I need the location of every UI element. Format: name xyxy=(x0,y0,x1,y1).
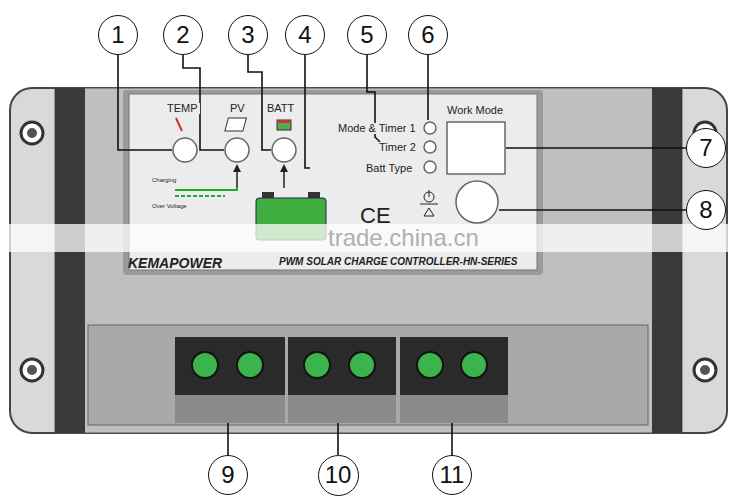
watermark: trade.china.cn xyxy=(328,226,479,250)
indicator-label: Timer 2 xyxy=(377,142,418,153)
callout-circle: 5 xyxy=(347,15,387,55)
ce-mark: CE xyxy=(360,205,391,227)
callout-circle: 6 xyxy=(408,15,448,55)
model-text: PWM SOLAR CHARGE CONTROLLER-HN-SERIES xyxy=(279,257,517,267)
callout-number: 11 xyxy=(440,463,465,487)
legend-text: Charging xyxy=(152,177,176,183)
callout-number: 3 xyxy=(241,23,254,47)
callout-circle: 8 xyxy=(686,190,726,230)
brand-name: KEMAPOWER xyxy=(128,256,222,270)
callout-number: 1 xyxy=(111,23,124,47)
callout-number: 10 xyxy=(325,463,352,487)
callout-number: 8 xyxy=(699,198,712,222)
callout-circle: 4 xyxy=(285,15,325,55)
callout-number: 7 xyxy=(699,136,712,160)
legend-text: Over Voltage xyxy=(152,203,187,209)
callout-circle: 7 xyxy=(686,128,726,168)
callout-number: 9 xyxy=(221,463,234,487)
callout-number: 2 xyxy=(176,23,189,47)
indicator-label: BATT xyxy=(265,103,296,114)
callout-circle: 10 xyxy=(318,455,359,496)
indicator-label: Batt Type xyxy=(364,163,414,174)
callout-circle: 9 xyxy=(208,455,248,495)
indicator-label: Mode & Timer 1 xyxy=(336,123,418,134)
callout-number: 6 xyxy=(421,23,434,47)
indicator-label: TEMP xyxy=(165,103,200,114)
display-label: Work Mode xyxy=(445,105,505,116)
callout-circle: 11 xyxy=(432,455,472,495)
callout-circle: 2 xyxy=(163,15,203,55)
callout-circle: 3 xyxy=(228,15,268,55)
indicator-label: PV xyxy=(228,103,247,114)
callout-number: 5 xyxy=(360,23,373,47)
callout-number: 4 xyxy=(298,23,311,47)
callout-circle: 1 xyxy=(98,15,138,55)
